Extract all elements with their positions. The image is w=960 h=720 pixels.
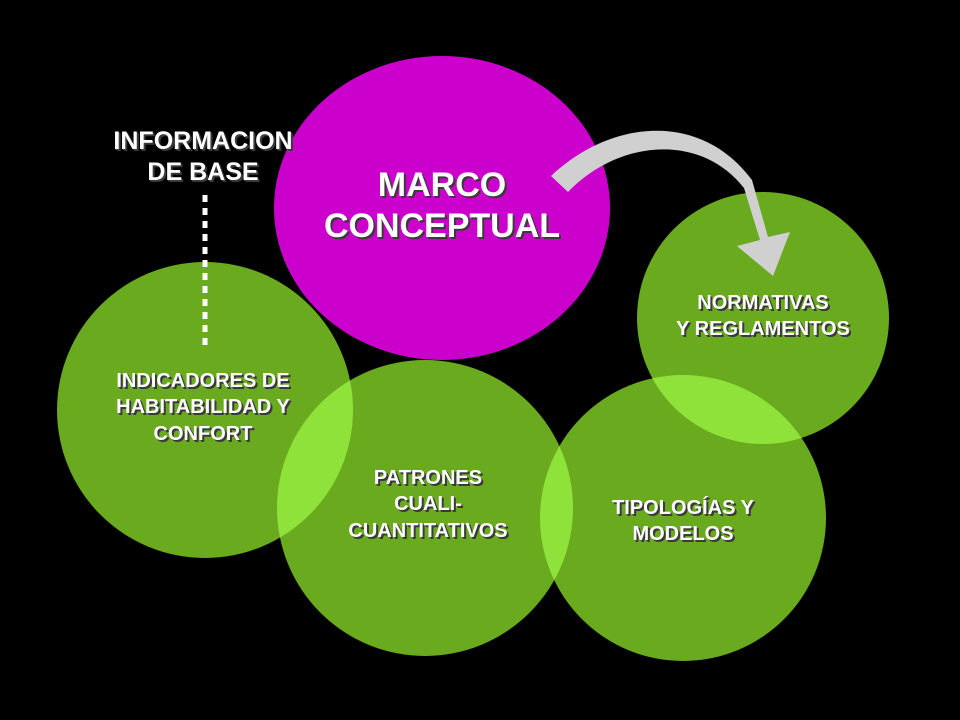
tipologias-line1: TIPOLOGÍAS Y — [612, 497, 754, 519]
patrones-line2: CUALI- — [394, 493, 462, 516]
label-patrones: PATRONES CUALI- CUANTITATIVOS — [308, 465, 548, 544]
circle-marco-conceptual — [274, 56, 610, 360]
patrones-line3: CUANTITATIVOS — [348, 519, 508, 542]
label-indicadores: INDICADORES DE HABITABILIDAD Y CONFORT — [73, 368, 333, 447]
info-line1: INFORMACION — [113, 127, 293, 155]
curved-arrow — [551, 130, 790, 276]
normativas-line2: Y REGLAMENTOS — [676, 318, 850, 340]
indicadores-line1: INDICADORES DE — [116, 370, 290, 392]
normativas-line1: NORMATIVAS — [697, 292, 829, 314]
marco-line2: CONCEPTUAL — [323, 206, 561, 245]
label-marco-conceptual: MARCO CONCEPTUAL — [317, 165, 567, 247]
tipologias-line2: MODELOS — [632, 523, 734, 546]
marco-line1: MARCO — [377, 166, 507, 204]
patrones-line1: PATRONES — [373, 467, 483, 489]
indicadores-line2: HABITABILIDAD Y — [116, 396, 290, 419]
label-normativas: NORMATIVAS Y REGLAMENTOS — [643, 290, 883, 342]
label-tipologias: TIPOLOGÍAS Y MODELOS — [563, 495, 803, 548]
info-line2: DE BASE — [147, 158, 259, 187]
circle-tipologias — [540, 375, 826, 661]
indicadores-line3: CONFORT — [153, 422, 253, 445]
label-informacion-base: INFORMACION DE BASE — [93, 126, 313, 189]
overlap-indicadores-patrones — [277, 360, 353, 558]
